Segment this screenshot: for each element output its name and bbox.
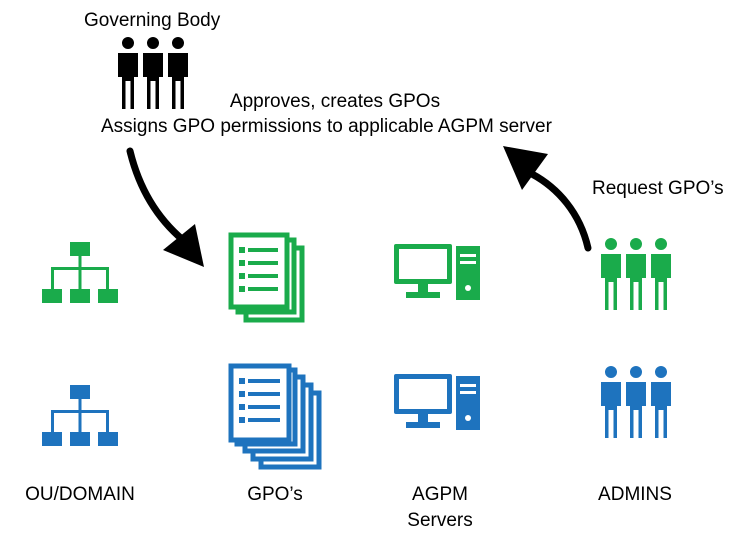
column-label-gpos: GPO’s [247,484,303,505]
governing-body-label: Governing Body [84,10,221,31]
governing-note-line2: Assigns GPO permissions to applicable AG… [101,116,552,137]
computer-icon [394,374,480,430]
people-group-icon [599,236,673,312]
column-label-agpm-servers: Servers [407,510,473,531]
people-group-icon [116,35,190,111]
governing-note-line1: Approves, creates GPOs [229,91,441,112]
request-arrow-icon [503,146,592,252]
request-label: Request GPO’s [592,178,724,199]
approve-arrow-icon [126,147,204,267]
computer-icon [394,244,480,300]
hierarchy-icon [42,242,118,303]
documents-icon [228,363,322,470]
hierarchy-icon [42,385,118,446]
column-label-ou-domain: OU/DOMAIN [25,484,135,505]
people-group-icon [599,364,673,440]
documents-icon [228,232,305,323]
column-label-admins: ADMINS [598,484,672,505]
column-label-agpm: AGPM [412,484,468,505]
